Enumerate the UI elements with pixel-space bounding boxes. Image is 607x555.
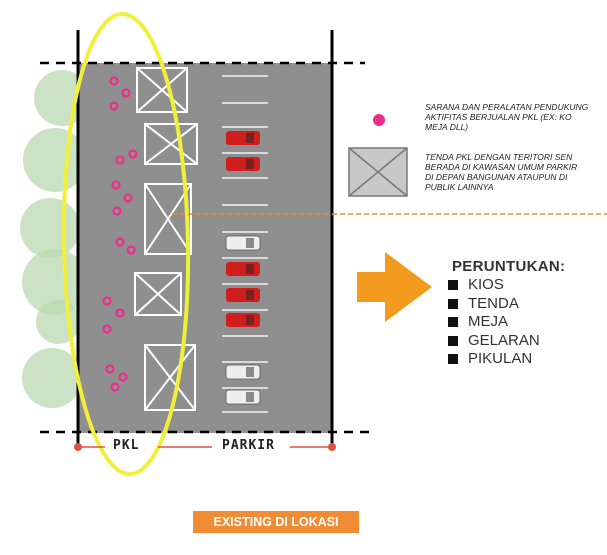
peruntukan-item: MEJA bbox=[446, 313, 540, 332]
car-white bbox=[225, 389, 261, 405]
tree-row bbox=[20, 70, 90, 408]
pkl-zone-ellipse bbox=[61, 12, 191, 476]
parking-stall-lines bbox=[222, 75, 268, 413]
road-area bbox=[78, 63, 332, 433]
tree bbox=[34, 70, 90, 126]
caption-badge: EXISTING DI LOKASI UMUM bbox=[193, 511, 359, 551]
car-red bbox=[226, 131, 260, 145]
tent-icon bbox=[144, 123, 198, 165]
tent-icon bbox=[144, 183, 192, 255]
tree bbox=[20, 198, 80, 258]
parked-cars bbox=[225, 131, 261, 405]
parkir-zone-label: PARKIR bbox=[222, 438, 275, 453]
tent-legend-icon bbox=[348, 147, 408, 197]
arrow-icon bbox=[357, 252, 432, 322]
car-red bbox=[226, 288, 260, 302]
pkl-equipment-dots bbox=[102, 76, 138, 392]
dot-legend-text: SARANA DAN PERALATAN PENDUKUNG AKTIFITAS… bbox=[425, 102, 589, 132]
peruntukan-list: KIOS TENDA MEJA GELARAN PIKULAN bbox=[446, 276, 540, 369]
pkl-tents bbox=[134, 67, 198, 411]
car-white bbox=[225, 364, 261, 380]
dot-legend-icon bbox=[373, 114, 385, 126]
peruntukan-item: KIOS bbox=[446, 276, 540, 295]
tree bbox=[22, 348, 82, 408]
pkl-zone-label: PKL bbox=[113, 438, 140, 453]
peruntukan-item: GELARAN bbox=[446, 332, 540, 351]
peruntukan-title: PERUNTUKAN: bbox=[452, 258, 566, 275]
car-red bbox=[226, 262, 260, 276]
car-white bbox=[225, 235, 261, 251]
car-red bbox=[226, 313, 260, 327]
car-red bbox=[226, 157, 260, 171]
tree bbox=[22, 249, 88, 315]
site-plan-diagram bbox=[20, 12, 607, 476]
peruntukan-item: TENDA bbox=[446, 295, 540, 314]
tree bbox=[23, 128, 87, 192]
peruntukan-item: PIKULAN bbox=[446, 350, 540, 369]
tree bbox=[36, 300, 80, 344]
dimension-line bbox=[74, 443, 336, 451]
tent-legend-text: TENDA PKL DENGAN TERITORI SEN BERADA DI … bbox=[425, 152, 578, 192]
tent-icon bbox=[134, 272, 182, 316]
